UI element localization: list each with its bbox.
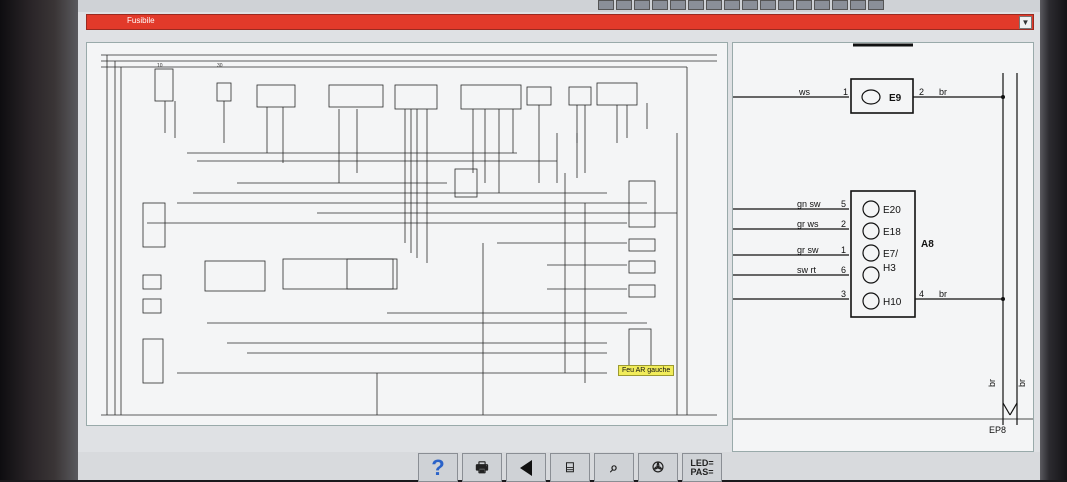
component-id: E20	[883, 205, 901, 216]
component-view-button[interactable]: ⌸	[550, 453, 590, 482]
component-icon: ⌸	[565, 459, 575, 475]
pin-number: 5	[841, 199, 846, 209]
toolbar-button[interactable]	[796, 0, 812, 10]
toolbar-button[interactable]	[832, 0, 848, 10]
screen: Fusibile ▼	[78, 0, 1040, 482]
module-id-a8: A8	[921, 239, 934, 250]
wire-color-label: br	[939, 289, 947, 299]
toolbar-button[interactable]	[688, 0, 704, 10]
pas-label: PAS=	[690, 466, 714, 477]
top-strip	[78, 0, 1040, 12]
component-id: H3	[883, 263, 896, 274]
wire-color-label: br	[1017, 379, 1027, 387]
callout-tooltip: Feu AR gauche	[618, 365, 675, 376]
component-id: E18	[883, 227, 901, 238]
toolbar-button[interactable]	[670, 0, 686, 10]
wire-color-label: br	[987, 379, 997, 387]
diagram-label: 30	[217, 63, 223, 69]
print-button[interactable]: 🖶	[462, 453, 502, 482]
window-title: Fusibile	[127, 16, 155, 25]
toolbar-button[interactable]	[652, 0, 668, 10]
probe-icon: ✇	[652, 459, 664, 475]
pin-number: 1	[843, 87, 848, 97]
toolbar-button[interactable]	[616, 0, 632, 10]
pin-number: 2	[841, 219, 846, 229]
detail-zoom-panel[interactable]: ws 1 E9 2 br A8 gn sw 5 E20 gr ws 2 E18 …	[732, 42, 1034, 452]
detail-diagram: ws 1 E9 2 br A8 gn sw 5 E20 gr ws 2 E18 …	[733, 43, 1033, 435]
toolbar-button[interactable]	[814, 0, 830, 10]
toolbar-button[interactable]	[778, 0, 794, 10]
led-pas-button[interactable]: LED=PAS=	[682, 453, 722, 482]
help-button[interactable]: ?	[418, 453, 458, 482]
zoom-icon: ⌕	[610, 459, 618, 475]
toolbar-button[interactable]	[868, 0, 884, 10]
pin-number: 1	[841, 245, 846, 255]
component-id: E7/	[883, 249, 898, 260]
toolbar-button[interactable]	[760, 0, 776, 10]
wire-color-label: gr sw	[797, 245, 819, 255]
led-label: LED=	[690, 457, 714, 468]
pin-number: 6	[841, 265, 846, 275]
connector-label: EP8	[989, 425, 1006, 435]
toolbar-button[interactable]	[598, 0, 614, 10]
wire-color-label: sw rt	[797, 265, 816, 275]
monitor-bezel-right	[1037, 0, 1067, 480]
wire-color-label: gn sw	[797, 199, 821, 209]
wire-color-label: br	[939, 87, 947, 97]
component-id-e9: E9	[889, 93, 902, 104]
component-id: H10	[883, 297, 902, 308]
toolbar-button[interactable]	[724, 0, 740, 10]
led-pas-label: LED=PAS=	[690, 457, 714, 477]
measure-button[interactable]: ✇	[638, 453, 678, 482]
bottom-toolbar: ? 🖶 ⌸ ⌕ ✇ LED=PAS=	[418, 453, 726, 482]
zoom-button[interactable]: ⌕	[594, 453, 634, 482]
toolbar-button[interactable]	[850, 0, 866, 10]
dropdown-arrow-icon[interactable]: ▼	[1019, 16, 1032, 29]
printer-icon: 🖶	[475, 459, 489, 475]
pin-number: 2	[919, 87, 924, 97]
fuse-select-bar[interactable]: Fusibile ▼	[86, 14, 1034, 30]
diagram-label: 10	[157, 63, 163, 69]
wire-color-label: ws	[798, 87, 810, 97]
toolbar-button[interactable]	[742, 0, 758, 10]
wiring-diagram: 10 30	[101, 54, 717, 416]
toolbar-button[interactable]	[634, 0, 650, 10]
toolbar-button[interactable]	[706, 0, 722, 10]
wiring-diagram-panel[interactable]: 10 30 Feu AR gauche	[86, 42, 728, 426]
pin-number: 4	[919, 289, 924, 299]
help-icon: ?	[431, 454, 445, 480]
top-toolbar	[598, 0, 884, 10]
pin-number: 3	[841, 289, 846, 299]
monitor-bezel-left	[0, 0, 78, 480]
wire-color-label: gr ws	[797, 219, 819, 229]
back-button[interactable]	[506, 453, 546, 482]
back-arrow-icon	[520, 459, 532, 476]
